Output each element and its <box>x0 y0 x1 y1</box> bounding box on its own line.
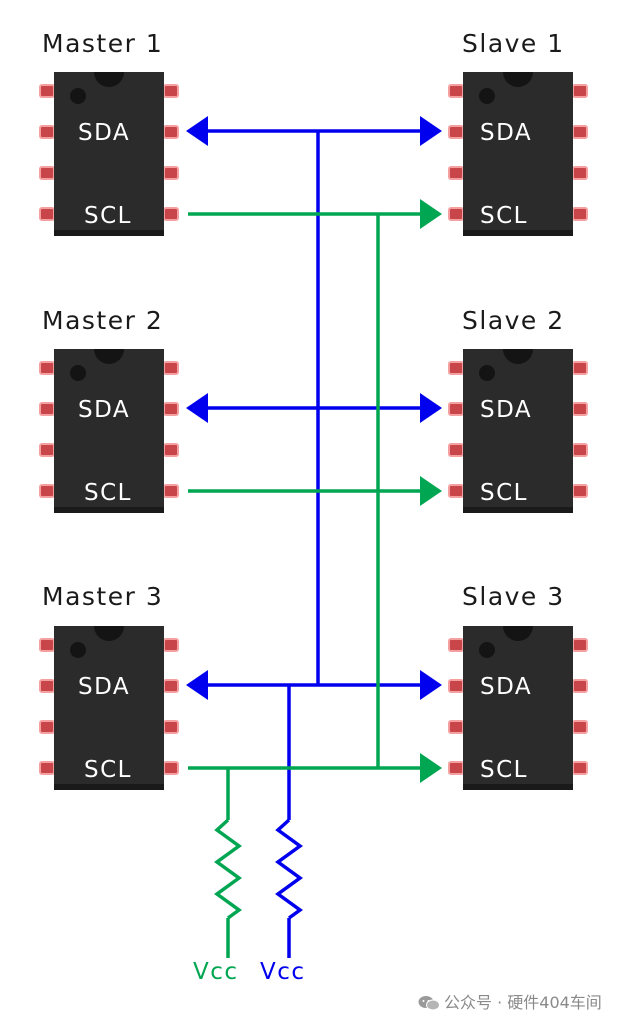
slave-scl-label-2: SCL <box>480 480 528 506</box>
slave-chip-3: Slave 3 SDA SCL <box>448 582 588 791</box>
scl-arrow-slave-1 <box>420 199 442 229</box>
sda-bus <box>186 116 442 958</box>
watermark-text: 公众号 · 硬件404车间 <box>444 993 602 1012</box>
master-scl-label-1: SCL <box>84 203 132 229</box>
master-scl-label-2: SCL <box>84 480 132 506</box>
master-title-1: Master 1 <box>42 29 163 58</box>
master-sda-label-3: SDA <box>78 674 130 700</box>
watermark: 公众号 · 硬件404车间 <box>418 989 602 1013</box>
sda-arrow-master-2 <box>186 393 208 423</box>
scl-arrow-slave-3 <box>420 753 442 783</box>
scl-pullup-resistor <box>214 818 242 920</box>
slave-title-1: Slave 1 <box>462 29 565 58</box>
sda-vcc-label: Vcc <box>260 959 306 985</box>
slave-title-2: Slave 2 <box>462 306 565 335</box>
sda-arrow-slave-1 <box>420 116 442 146</box>
scl-vcc-label: Vcc <box>193 959 239 985</box>
master-sda-label-2: SDA <box>78 397 130 423</box>
slave-scl-label-3: SCL <box>480 757 528 783</box>
wechat-icon <box>418 995 440 1011</box>
sda-arrow-slave-2 <box>420 393 442 423</box>
master-chip-2: Master 2 SDA SCL <box>39 306 179 514</box>
slave-scl-label-1: SCL <box>480 203 528 229</box>
slave-sda-label-1: SDA <box>480 120 532 146</box>
master-scl-label-3: SCL <box>84 757 132 783</box>
slave-sda-label-3: SDA <box>480 674 532 700</box>
sda-arrow-master-1 <box>186 116 208 146</box>
scl-bus <box>188 199 442 958</box>
sda-arrow-slave-3 <box>420 670 442 700</box>
master-title-3: Master 3 <box>42 582 163 611</box>
master-chip-1: Master 1 SDA SCL <box>39 29 179 237</box>
sda-pullup-resistor <box>275 818 303 920</box>
slave-title-3: Slave 3 <box>462 582 565 611</box>
scl-arrow-slave-2 <box>420 476 442 506</box>
master-sda-label-1: SDA <box>78 120 130 146</box>
master-title-2: Master 2 <box>42 306 163 335</box>
slave-sda-label-2: SDA <box>480 397 532 423</box>
slave-chip-2: Slave 2 SDA SCL <box>448 306 588 514</box>
sda-arrow-master-3 <box>186 670 208 700</box>
slave-chip-1: Slave 1 SDA SCL <box>448 29 588 237</box>
master-chip-3: Master 3 SDA SCL <box>39 582 179 791</box>
